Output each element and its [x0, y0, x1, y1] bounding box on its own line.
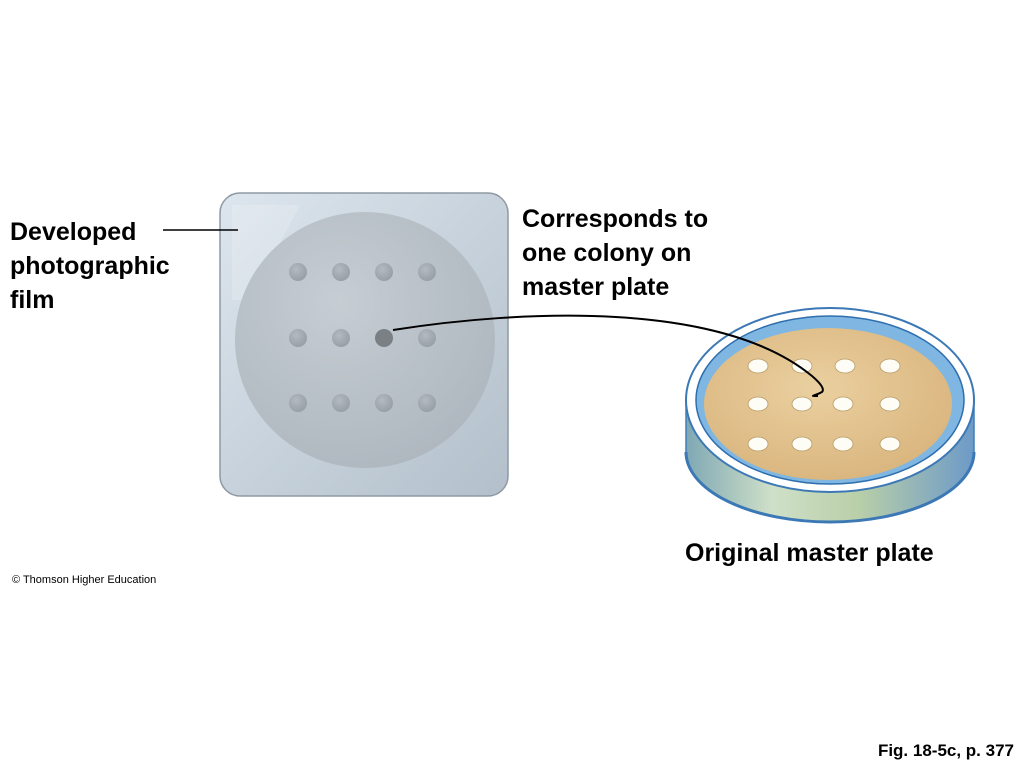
plate-colonies	[747, 358, 901, 452]
film-spot	[332, 263, 350, 281]
copyright-credit: © Thomson Higher Education	[12, 574, 157, 586]
colony	[747, 396, 769, 412]
film-spot	[418, 329, 436, 347]
figure-reference: Fig. 18-5c, p. 377	[877, 741, 1014, 760]
film-spot	[418, 263, 436, 281]
colony	[747, 358, 769, 374]
film-spot	[289, 329, 307, 347]
colony	[879, 358, 901, 374]
film-spot	[375, 394, 393, 412]
film-sheen	[232, 205, 300, 300]
film-spot	[375, 263, 393, 281]
agar-surface	[704, 328, 952, 480]
correspondence-label: Corresponds to one colony on master plat…	[522, 205, 709, 301]
colony	[879, 436, 901, 452]
colony	[747, 436, 769, 452]
colony	[834, 358, 856, 374]
film-label: Developed photographic film	[10, 218, 170, 314]
master-plate	[684, 307, 976, 524]
film-spot	[289, 394, 307, 412]
colony	[791, 358, 813, 374]
correspondence-curve	[392, 314, 824, 397]
film-spot	[332, 394, 350, 412]
film-spot-highlighted	[375, 329, 393, 347]
colony	[832, 436, 854, 452]
colony	[791, 436, 813, 452]
film-spot	[418, 394, 436, 412]
film-spot	[332, 329, 350, 347]
colony	[879, 396, 901, 412]
master-plate-label: Original master plate	[685, 539, 934, 567]
photographic-film	[219, 192, 509, 497]
colony	[832, 396, 854, 412]
film-disc	[235, 212, 495, 468]
plate-base-rim	[684, 451, 976, 524]
film-spot	[289, 263, 307, 281]
colony	[791, 396, 813, 412]
film-spots	[289, 263, 436, 412]
